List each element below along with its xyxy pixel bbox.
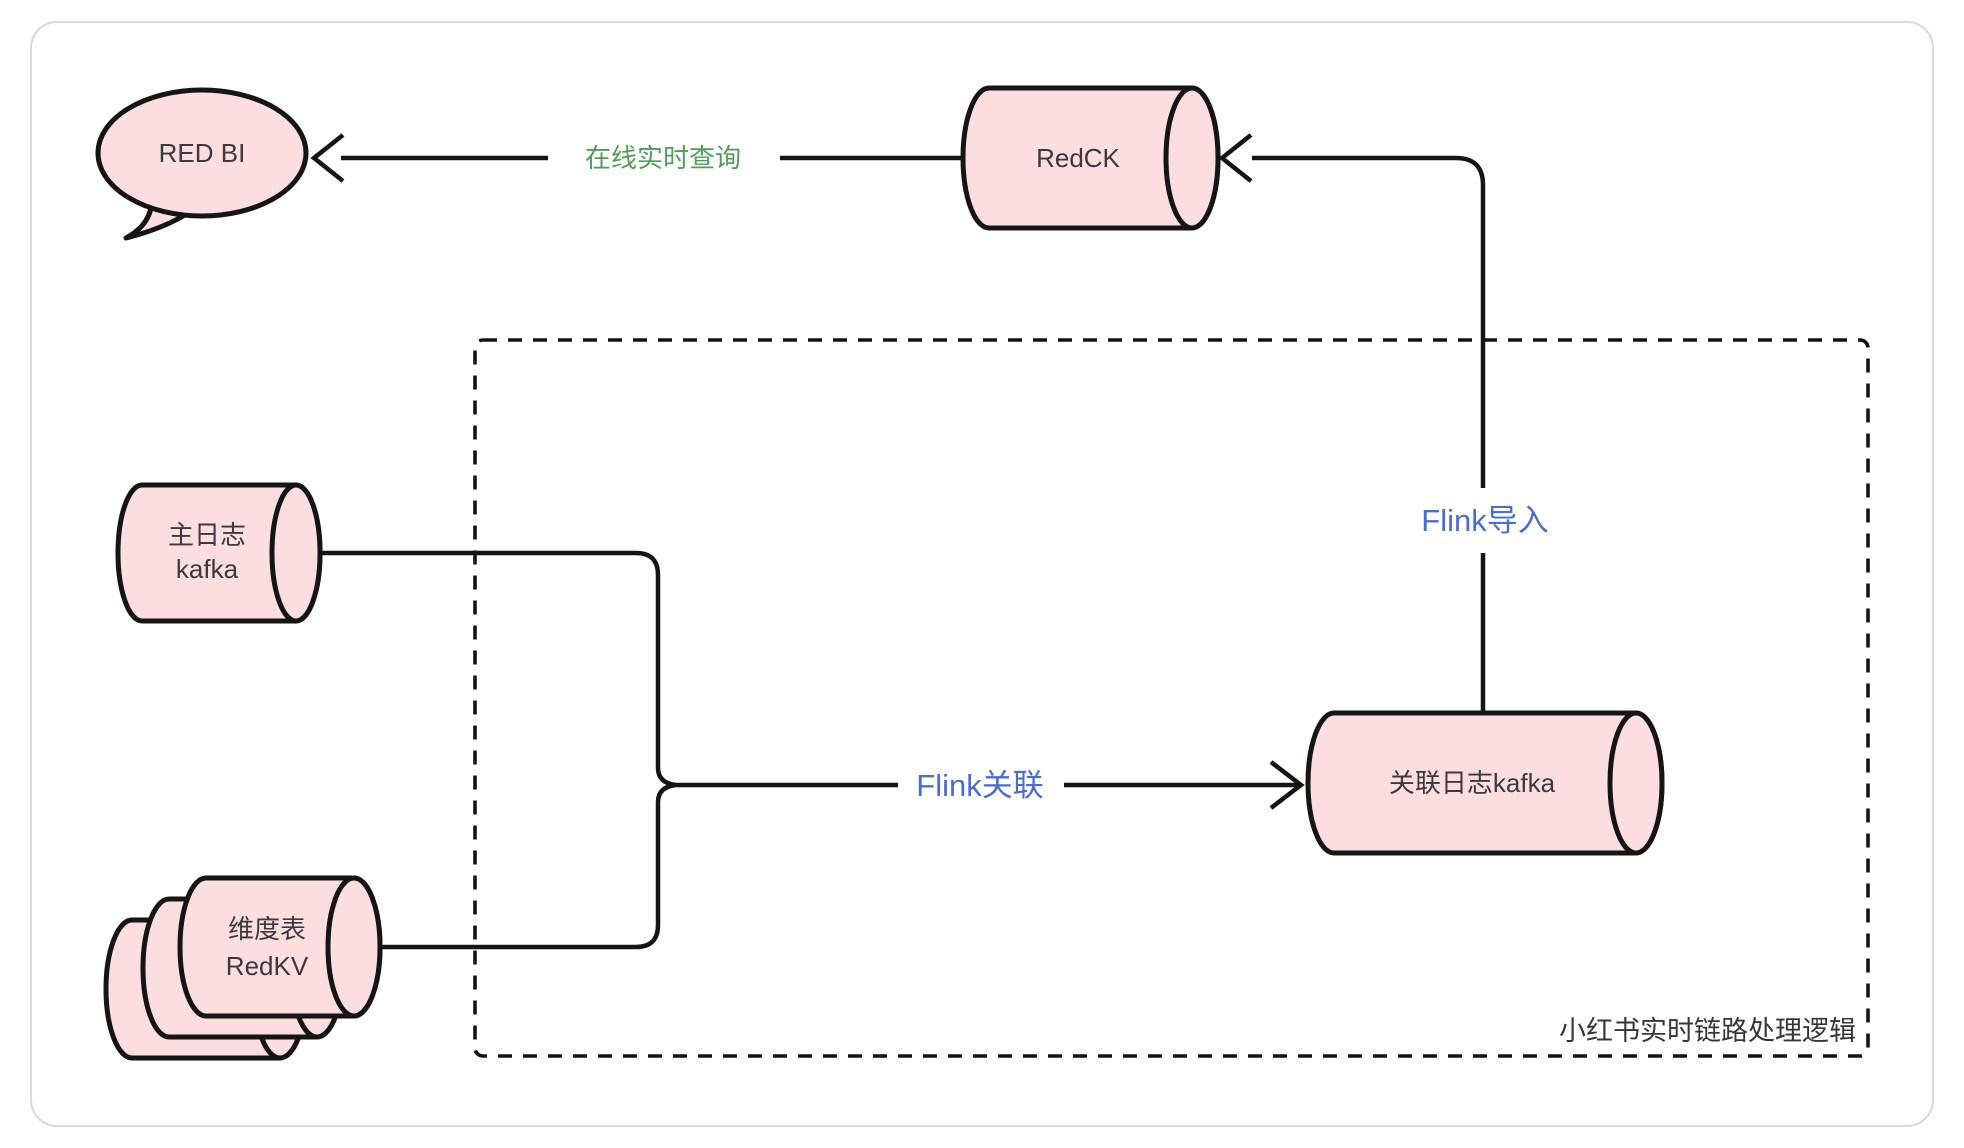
arrowhead-into-red-bi — [310, 133, 345, 183]
red-bi-bubble-body — [95, 87, 309, 219]
arrowhead-into-joined-kafka — [1269, 760, 1305, 810]
dim-table-redkv-label-line1: 维度表 — [228, 914, 306, 944]
edge-online-query-label: 在线实时查询 — [585, 143, 741, 173]
joined-log-kafka-label: 关联日志kafka — [1389, 768, 1556, 798]
dim-table-redkv-front-cylinder: 维度表 RedKV — [177, 875, 383, 1019]
red-bi-label: RED BI — [159, 138, 246, 168]
edge-flink-join-label: Flink关联 — [916, 768, 1043, 803]
boundary-rect — [473, 338, 1870, 1058]
edge-from-main-log — [320, 550, 677, 788]
arrowhead-into-redck — [1218, 133, 1253, 183]
pipeline-boundary-box: 小红书实时链路处理逻辑 — [473, 338, 1870, 1058]
edge-flink-import: Flink导入 — [1218, 133, 1549, 713]
dim-table-redkv-label-line2: RedKV — [226, 951, 309, 981]
main-log-kafka-label-line2: kafka — [176, 554, 239, 584]
edge-online-query: 在线实时查询 — [310, 133, 963, 183]
red-bi-bubble: RED BI — [95, 87, 309, 241]
redck-cylinder: RedCK — [960, 85, 1221, 231]
main-log-kafka-cap — [269, 482, 323, 624]
edge-flink-import-label: Flink导入 — [1421, 503, 1548, 538]
edge-from-dim-table — [380, 782, 677, 950]
joined-log-kafka-cylinder: 关联日志kafka — [1305, 710, 1665, 856]
main-log-kafka-cylinder: 主日志 kafka — [115, 482, 323, 624]
edge-flink-join: Flink关联 — [320, 550, 1305, 950]
dim-table-front-cap — [325, 875, 383, 1019]
redck-cylinder-cap — [1163, 85, 1221, 231]
main-log-kafka-label-line1: 主日志 — [168, 520, 246, 550]
boundary-label: 小红书实时链路处理逻辑 — [1559, 1016, 1856, 1046]
joined-log-kafka-cap — [1607, 710, 1665, 856]
edge-flink-import-line-top — [1252, 155, 1486, 488]
redck-label: RedCK — [1036, 143, 1120, 173]
dim-table-redkv-stack: 维度表 RedKV — [103, 875, 383, 1061]
